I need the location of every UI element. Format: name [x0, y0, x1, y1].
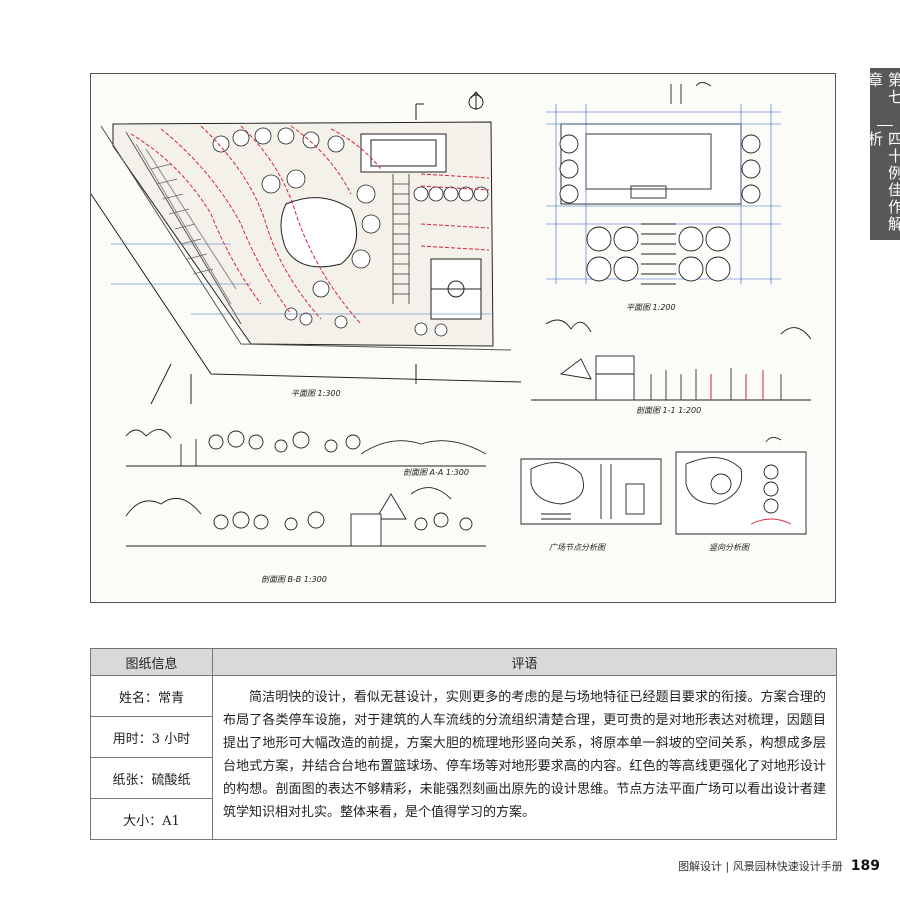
design-drawing-sheet: 平面图 1:300 平面图 1:200 剖面图 1-1 1:200 剖面图 A-… [90, 73, 836, 603]
table-row: 大小：A1 [90, 798, 837, 840]
label-section-1-1: 剖面图 1-1 1:200 [636, 406, 702, 415]
page-footer: 图解设计 | 风景园林快速设计手册 189 [678, 858, 880, 874]
header-comment: 评语 [212, 648, 837, 676]
field-size: 大小：A1 [90, 798, 213, 840]
chapter-number: 第七章 [866, 72, 900, 106]
table-header-row: 图纸信息 评语 [90, 648, 837, 676]
table-row: 姓名：常青 简洁明快的设计，看似无甚设计，实则更多的考虑的是与场地特征已经题目要… [90, 675, 837, 840]
header-drawing-info: 图纸信息 [90, 648, 213, 676]
field-time-used: 用时：3 小时 [90, 716, 213, 758]
table-row: 用时：3 小时 [90, 716, 837, 758]
chapter-divider [877, 124, 893, 126]
drawing-info-table: 图纸信息 评语 姓名：常青 简洁明快的设计，看似无甚设计，实则更多的考虑的是与场… [90, 648, 837, 840]
section-b-b [125, 487, 486, 547]
section-1-1 [531, 319, 812, 401]
field-author: 姓名：常青 [90, 675, 213, 717]
chapter-tab: 第七章 四十例佳作解析 [866, 68, 900, 240]
comment-text: 简洁明快的设计，看似无甚设计，实则更多的考虑的是与场地特征已经题目要求的衔接。方… [212, 675, 837, 840]
label-node-diagram-a: 广场节点分析图 [549, 543, 605, 552]
book-title: 图解设计 | 风景园林快速设计手册 [678, 860, 843, 873]
label-section-b-b: 剖面图 B-B 1:300 [261, 575, 327, 584]
section-a-a [125, 429, 487, 467]
label-site-plan: 平面图 1:300 [291, 389, 341, 398]
detail-plan [546, 82, 781, 285]
node-diagram-a [520, 458, 662, 525]
label-node-diagram-b: 竖向分析图 [709, 543, 749, 552]
label-detail-plan: 平面图 1:200 [626, 303, 676, 312]
chapter-title: 四十例佳作解析 [866, 131, 900, 234]
page-number: 189 [850, 858, 880, 874]
site-plan [91, 91, 522, 405]
label-section-a-a: 剖面图 A-A 1:300 [403, 468, 469, 477]
field-paper: 纸张：硫酸纸 [90, 757, 213, 799]
node-diagram-b [675, 437, 807, 535]
drawing-illustration [91, 82, 812, 547]
